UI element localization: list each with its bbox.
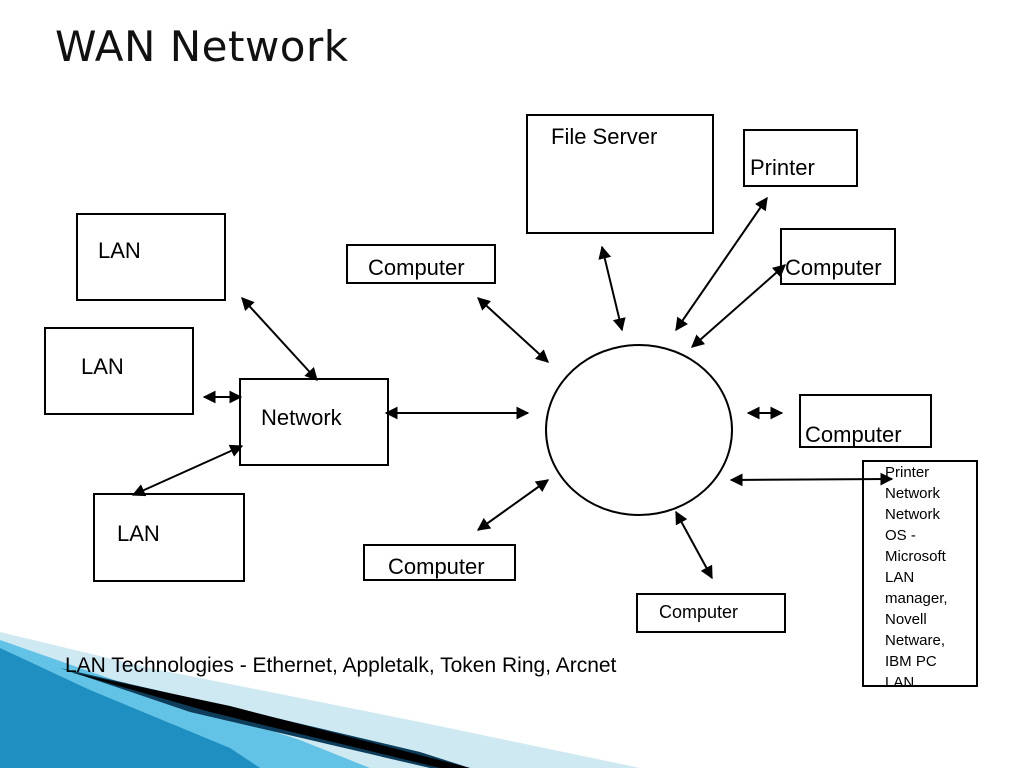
computer-label-top-right: Computer [785,255,882,280]
info-box: Printer Network Network OS - Microsoft L… [862,460,978,687]
info-line: LAN [885,569,915,586]
computer-box-top-right [780,228,896,285]
arrow-lan-top-network [241,297,318,381]
info-line: Netware, [885,632,946,649]
computer-box-bottom [636,593,786,633]
arrow-computer-top-left-hub [477,297,549,363]
arrow-computer-bottom-left-hub [476,479,550,531]
arrow-info-box-hub [729,472,894,487]
lan-box-middle [44,327,194,415]
computer-label-right: Computer [805,422,902,447]
computer-box-bottom-left [363,544,516,581]
file-server-label: File Server [551,124,658,149]
info-line: manager, [885,590,948,607]
arrow-file-server-hub [598,245,626,332]
info-line: OS - [885,527,916,544]
printer-box [743,129,858,187]
arrow-computer-top-right-hub [691,264,786,348]
lan-box-bottom [93,493,245,582]
lan-label-bottom: LAN [117,521,160,546]
arrow-lan-bottom-network [131,444,244,497]
network-label: Network [261,405,342,430]
info-line: Novell [885,611,927,628]
lan-technologies-caption: LAN Technologies - Ethernet, Appletalk, … [65,654,617,677]
computer-label-bottom: Computer [659,602,739,622]
info-line: Printer [885,464,930,481]
lan-label-middle: LAN [81,354,124,379]
wave-mid-band [0,648,260,768]
arrow-printer-hub [675,196,768,332]
printer-label: Printer [750,155,815,180]
wave-black-stripe [70,672,470,768]
info-line: LAN [885,674,915,687]
lan-label-top: LAN [98,238,141,263]
slide-title: WAN Network [55,22,349,71]
computer-box-top-left [346,244,496,284]
arrow-computer-bottom-hub [675,510,713,580]
lan-box-top [76,213,226,301]
wan-hub-ellipse [545,344,733,516]
computer-label-bottom-left: Computer [388,554,485,579]
info-line: Microsoft [885,548,946,565]
info-line: Network [885,506,941,523]
info-line: Network [885,485,941,502]
computer-box-right [799,394,932,448]
info-line: IBM PC [885,653,937,670]
computer-label-top-left: Computer [368,255,465,280]
